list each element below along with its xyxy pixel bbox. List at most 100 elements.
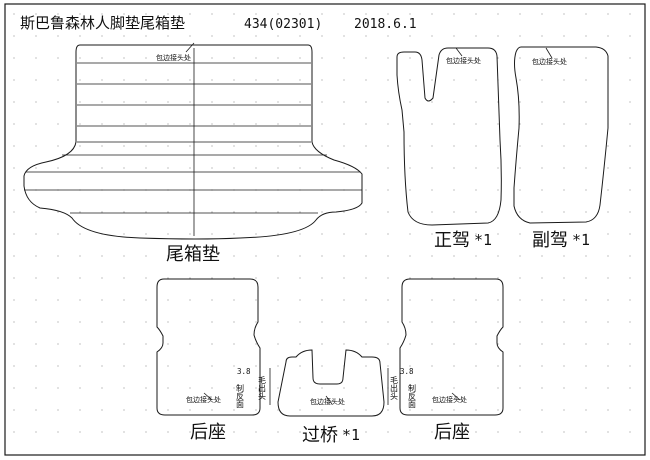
grid-dot: [585, 233, 587, 235]
seam-pointer: [545, 47, 553, 59]
trunk-mat-outline: [23, 44, 363, 240]
grid-dot: [409, 365, 411, 367]
grid-dot: [167, 211, 169, 213]
grid-dot: [167, 277, 169, 279]
grid-dot: [365, 189, 367, 191]
grid-dot: [13, 387, 15, 389]
grid-dot: [453, 409, 455, 411]
passenger-mat: 包边接头处 副驾 *1: [513, 46, 609, 251]
grid-dot: [299, 233, 301, 235]
grid-dot: [123, 211, 125, 213]
grid-dot: [167, 409, 169, 411]
grid-dot: [299, 123, 301, 125]
grid-dot: [387, 145, 389, 147]
grid-dot: [101, 13, 103, 15]
grid-dot: [541, 13, 543, 15]
grid-dot: [101, 255, 103, 257]
grid-dot: [387, 13, 389, 15]
grid-dot: [123, 343, 125, 345]
grid-dot: [475, 13, 477, 15]
grid-dot: [497, 35, 499, 37]
grid-dot: [123, 233, 125, 235]
grid-dot: [431, 233, 433, 235]
grid-dot: [541, 387, 543, 389]
rear-right-mat-outline: [399, 278, 504, 416]
grid-dot: [35, 409, 37, 411]
grid-dot: [57, 299, 59, 301]
grid-dot: [35, 101, 37, 103]
grid-dot: [563, 321, 565, 323]
grid-dot: [519, 189, 521, 191]
grid-dot: [453, 123, 455, 125]
grid-dot: [321, 321, 323, 323]
grid-dot: [453, 431, 455, 433]
grid-dot: [365, 255, 367, 257]
grid-dot: [255, 79, 257, 81]
grid-dot: [541, 299, 543, 301]
grid-dot: [233, 277, 235, 279]
grid-dot: [563, 233, 565, 235]
grid-dot: [431, 79, 433, 81]
grid-dot: [35, 387, 37, 389]
grid-dot: [145, 167, 147, 169]
grid-dot: [255, 57, 257, 59]
grid-dot: [629, 167, 631, 169]
grid-dot: [299, 57, 301, 59]
grid-dot: [277, 101, 279, 103]
grid-dot: [13, 79, 15, 81]
grid-dot: [35, 13, 37, 15]
grid-dot: [541, 145, 543, 147]
grid-dot: [409, 321, 411, 323]
grid-dot: [497, 145, 499, 147]
grid-dot: [101, 57, 103, 59]
passenger-qty: *1: [572, 231, 590, 249]
grid-dot: [233, 233, 235, 235]
grid-dot: [145, 299, 147, 301]
grid-dot: [585, 13, 587, 15]
grid-dot: [541, 57, 543, 59]
bridge-mat-outline: [277, 349, 385, 417]
grid-dot: [123, 79, 125, 81]
bridge-label: 过桥: [302, 425, 338, 446]
grid-dot: [475, 123, 477, 125]
grid-dot: [519, 233, 521, 235]
grid-dot: [13, 145, 15, 147]
grid-dot: [123, 167, 125, 169]
grid-dot: [387, 277, 389, 279]
grid-dot: [101, 277, 103, 279]
grid-dot: [453, 233, 455, 235]
grid-dot: [387, 409, 389, 411]
grid-dot: [299, 101, 301, 103]
grid-dot: [629, 13, 631, 15]
grid-dot: [145, 365, 147, 367]
grid-dot: [233, 299, 235, 301]
grid-dot: [497, 13, 499, 15]
grid-dot: [497, 431, 499, 433]
right-hem-note: 制反面: [408, 383, 417, 409]
grid-dot: [365, 343, 367, 345]
grid-dot: [299, 299, 301, 301]
grid-dot: [409, 79, 411, 81]
grid-dot: [541, 321, 543, 323]
trunk-seam-note: 包边接头处: [156, 53, 191, 62]
grid-dot: [387, 343, 389, 345]
grid-dot: [387, 211, 389, 213]
grid-dot: [101, 409, 103, 411]
grid-dot: [321, 145, 323, 147]
trunk-label: 尾箱垫: [166, 244, 220, 265]
grid-dot: [13, 233, 15, 235]
grid-dot: [629, 101, 631, 103]
grid-dot: [629, 189, 631, 191]
grid-dot: [497, 189, 499, 191]
grid-dot: [79, 35, 81, 37]
seam-pointer: [325, 395, 333, 405]
rear-right-label: 后座: [434, 422, 470, 443]
grid-dot: [343, 255, 345, 257]
grid-dot: [101, 35, 103, 37]
grid-dot: [541, 79, 543, 81]
grid-dot: [167, 387, 169, 389]
grid-dot: [211, 277, 213, 279]
grid-dot: [365, 35, 367, 37]
grid-dot: [189, 255, 191, 257]
grid-dot: [629, 409, 631, 411]
